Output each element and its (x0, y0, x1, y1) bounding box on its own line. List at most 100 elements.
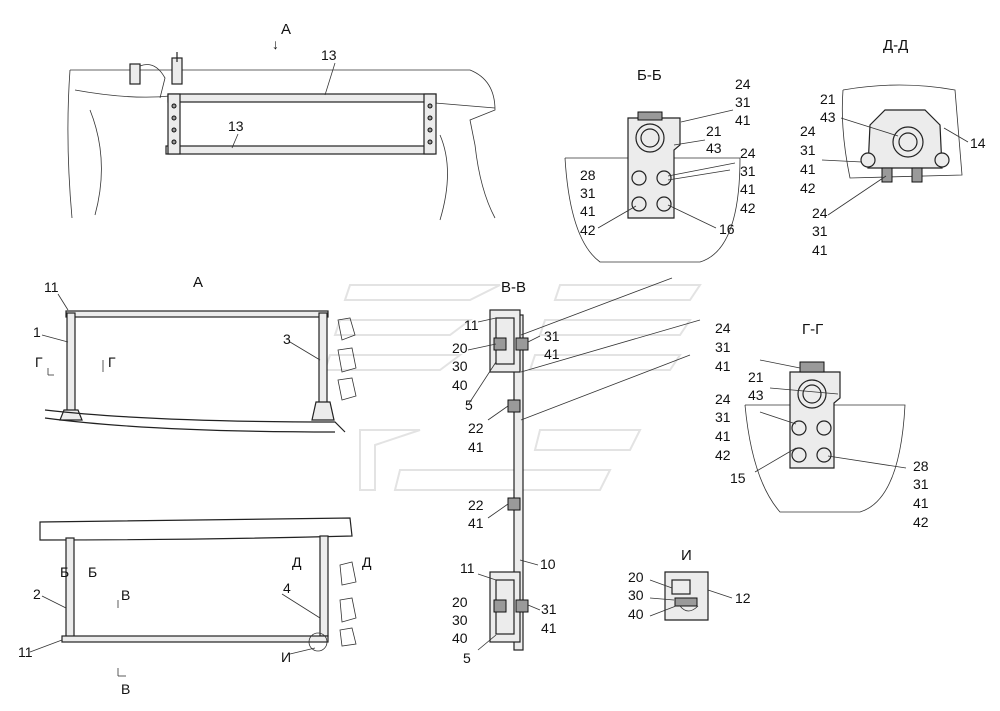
callout-number: 11 (460, 560, 475, 576)
callout-number: 24 (715, 391, 731, 407)
callout-number: 41 (812, 242, 828, 258)
detail-i (649, 571, 733, 621)
callout-number: 42 (580, 222, 596, 238)
callout-number: 41 (740, 181, 756, 197)
top-view-arrow: ↓ (272, 36, 279, 52)
bottom-right-post (319, 535, 329, 637)
right-post (318, 312, 328, 414)
callout-number: 21 (748, 369, 764, 385)
section-b-mark-right: Б (88, 564, 97, 580)
view-a-rod-number: 1 (33, 324, 41, 340)
section-v-upper-left-stack: 11 20 30 40 5 (452, 317, 479, 413)
section-v-upper-right-stack: 31 41 (544, 328, 560, 362)
section-b-left-stack: 28 31 41 42 (580, 167, 596, 238)
upper-crossbar (167, 93, 437, 103)
callout-number: 31 (735, 94, 751, 110)
callout-number: 28 (913, 458, 929, 474)
section-v-mark-top: В (121, 587, 130, 603)
callout-number: 41 (468, 515, 484, 531)
callout-number: 43 (820, 109, 836, 125)
detail-i-stack: 20 30 40 (628, 569, 644, 622)
detail-i-callout-label: И (281, 649, 291, 665)
callout-number: 40 (452, 630, 468, 646)
callout-number: 41 (468, 439, 484, 455)
section-b-right-stack: 24 31 41 42 (740, 145, 756, 216)
section-g-title: Г-Г (802, 321, 823, 338)
section-b-title: Б-Б (637, 67, 662, 84)
callout-number: 41 (715, 358, 731, 374)
section-b-bracket-number: 16 (719, 221, 735, 237)
callout-number: 41 (541, 620, 557, 636)
bottom-post-number: 4 (283, 580, 291, 596)
callout-number: 22 (468, 420, 484, 436)
callout-number: 31 (715, 339, 731, 355)
section-b-mark-left: Б (60, 564, 69, 580)
section-g-top-stack: 24 31 41 (715, 320, 731, 374)
callout-number: 21 (706, 123, 722, 139)
upper-bar-number: 13 (321, 47, 337, 63)
bottom-view (29, 517, 357, 677)
callout-number: 41 (580, 203, 596, 219)
callout-number: 41 (735, 112, 751, 128)
bottom-corner-number: 11 (18, 644, 33, 660)
callout-number: 41 (913, 495, 929, 511)
lower-bar-number: 13 (228, 118, 244, 134)
section-d-title: Д-Д (883, 37, 908, 54)
callout-number: 42 (715, 447, 731, 463)
callout-number: 24 (800, 123, 816, 139)
detail-i-part-number: 12 (735, 590, 751, 606)
callout-number: 31 (800, 142, 816, 158)
callout-number: 24 (740, 145, 756, 161)
callout-number: 5 (463, 650, 471, 666)
section-d-top-stack: 21 43 (820, 91, 836, 125)
callout-number: 28 (580, 167, 596, 183)
callout-number: 40 (452, 377, 468, 393)
detail-i-title: И (681, 547, 692, 564)
callout-number: 31 (544, 328, 560, 344)
lower-crossbar (165, 145, 435, 155)
section-v-mid-1-stack: 22 41 (468, 420, 484, 455)
callout-number: 41 (544, 346, 560, 362)
bottom-rail (61, 635, 329, 643)
callout-number: 41 (800, 161, 816, 177)
section-d (821, 84, 969, 216)
callout-number: 31 (715, 409, 731, 425)
callout-number: 20 (628, 569, 644, 585)
callout-number: 42 (740, 200, 756, 216)
section-g-mark-right: Г (108, 354, 116, 370)
callout-number: 30 (628, 587, 644, 603)
section-v-lower-left-stack: 11 20 30 40 5 (452, 560, 475, 666)
top-view (67, 52, 496, 221)
section-b-mid-stack: 21 43 (706, 123, 722, 156)
callout-number: 21 (820, 91, 836, 107)
callout-number: 43 (706, 140, 722, 156)
section-v-mid-2-stack: 22 41 (468, 497, 484, 531)
callout-number: 31 (541, 601, 557, 617)
callout-number: 43 (748, 387, 764, 403)
callout-number: 31 (740, 163, 756, 179)
top-view-label: А (281, 21, 291, 38)
section-d-mark-right: Д (362, 554, 372, 570)
section-d-mark-left: Д (292, 554, 302, 570)
section-g-mid-stack: 21 43 (748, 369, 764, 403)
callout-number: 5 (465, 397, 473, 413)
callout-number: 20 (452, 340, 468, 356)
callout-number: 40 (628, 606, 644, 622)
detail-i-callout-circle (308, 632, 328, 652)
section-d-left-stack: 24 31 41 42 (800, 123, 816, 196)
view-a (41, 293, 357, 433)
callout-number: 31 (913, 476, 929, 492)
top-rail (65, 310, 329, 318)
bottom-left-post (65, 537, 75, 639)
right-bracket (423, 93, 437, 155)
detail-i-part-12 (664, 571, 709, 621)
callout-number: 30 (452, 358, 468, 374)
callout-number: 24 (735, 76, 751, 92)
section-g-bracket-number: 15 (730, 470, 746, 486)
section-b (564, 109, 741, 263)
left-post (66, 312, 76, 414)
section-v-rod-number: 10 (540, 556, 556, 572)
section-v-lower-right-stack: 31 41 (541, 601, 557, 636)
callout-number: 20 (452, 594, 468, 610)
